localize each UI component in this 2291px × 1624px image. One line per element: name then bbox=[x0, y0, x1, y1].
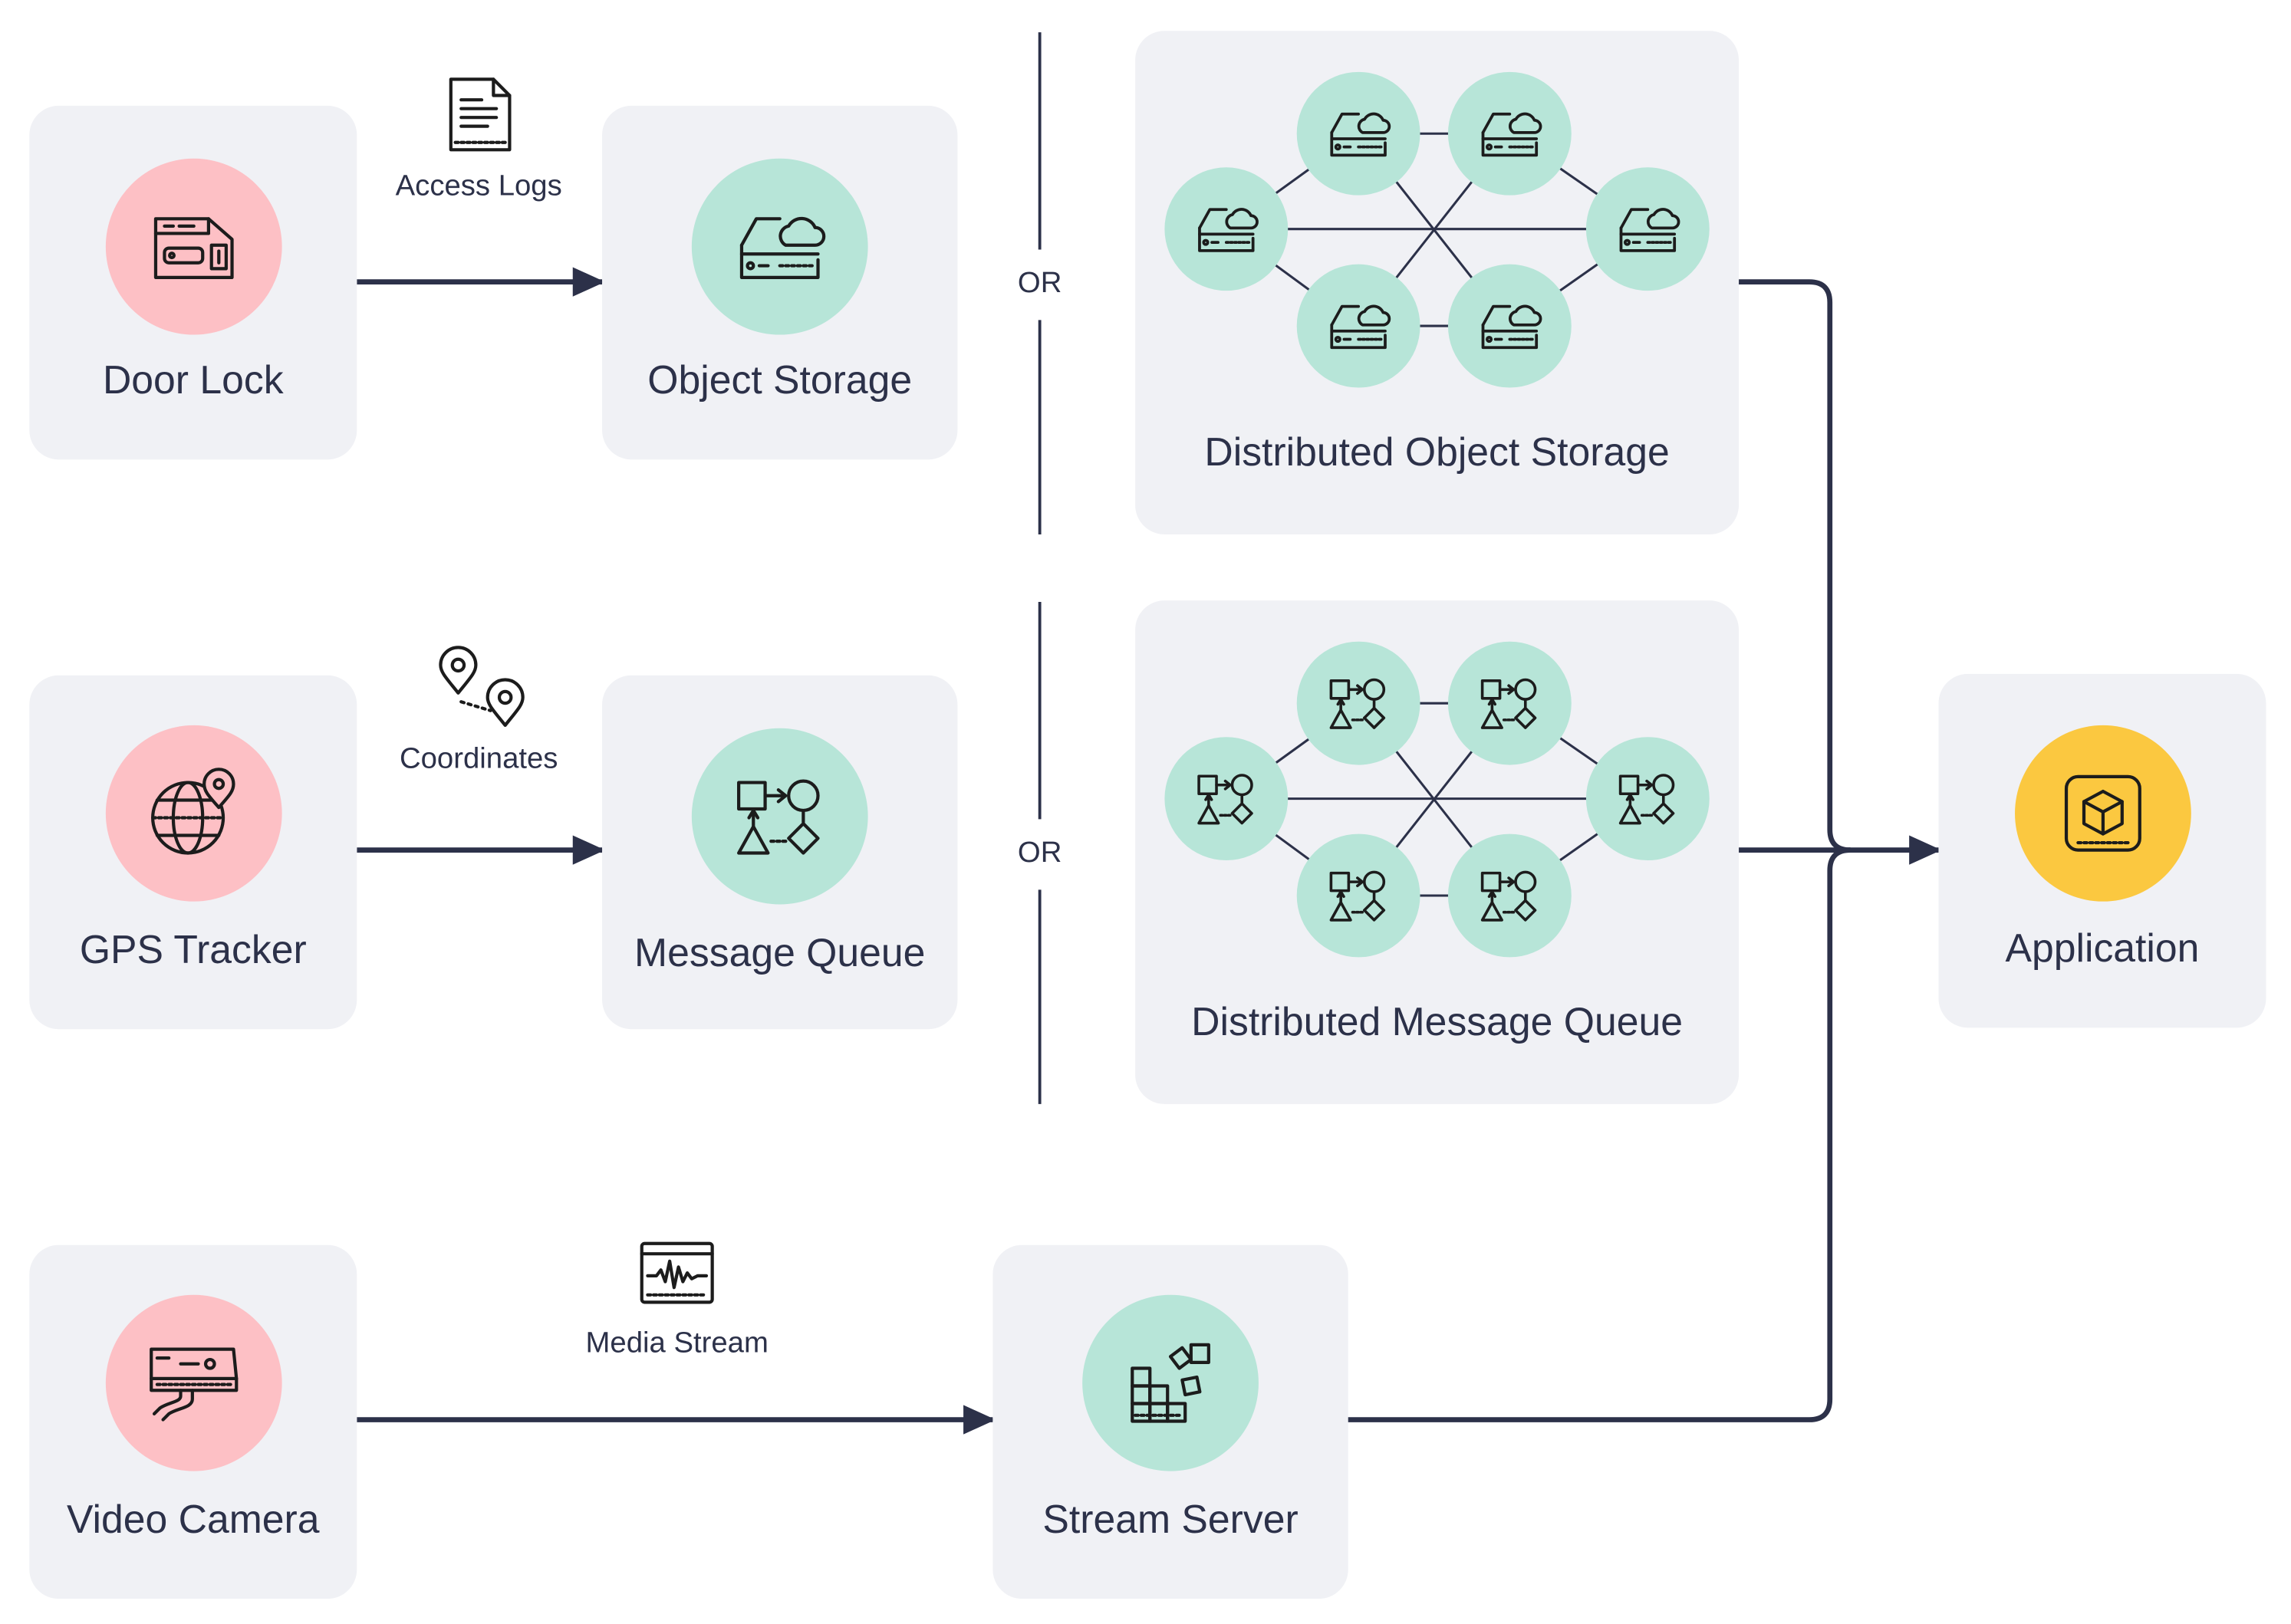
queue-node-icon bbox=[1296, 833, 1420, 958]
queue-node-icon bbox=[1585, 737, 1710, 861]
message-queue-node[interactable]: Message Queue bbox=[602, 675, 958, 1030]
message-queue-label: Message Queue bbox=[634, 930, 926, 975]
shapes-flow-icon bbox=[691, 728, 868, 905]
access-logs-label: Access Logs bbox=[395, 170, 562, 203]
storage-node-icon bbox=[1447, 264, 1572, 388]
storage-node-icon bbox=[1585, 167, 1710, 291]
document-icon bbox=[446, 77, 514, 153]
storage-node-icon bbox=[1447, 71, 1572, 196]
coordinates-label: Coordinates bbox=[399, 742, 558, 775]
security-camera-icon bbox=[105, 1294, 282, 1471]
stream-server-node[interactable]: Stream Server bbox=[992, 1244, 1348, 1599]
or-label-top: OR bbox=[1017, 267, 1062, 300]
application-label: Application bbox=[2005, 926, 2200, 971]
or-label-middle: OR bbox=[1017, 837, 1062, 870]
cloud-storage-icon bbox=[691, 158, 868, 335]
storage-node-icon bbox=[1164, 167, 1289, 291]
distributed-object-storage-label: Distributed Object Storage bbox=[1204, 430, 1670, 475]
queue-node-icon bbox=[1296, 641, 1420, 765]
storage-node-icon bbox=[1296, 71, 1420, 196]
queue-node-icon bbox=[1447, 833, 1572, 958]
blocks-icon bbox=[1082, 1294, 1259, 1471]
gps-tracker-label: GPS Tracker bbox=[79, 928, 307, 972]
distributed-object-storage-node[interactable]: Distributed Object Storage bbox=[1135, 31, 1740, 534]
video-camera-label: Video Camera bbox=[67, 1497, 320, 1542]
door-lock-label: Door Lock bbox=[102, 358, 284, 403]
door-lock-node[interactable]: Door Lock bbox=[29, 105, 357, 460]
stream-server-label: Stream Server bbox=[1042, 1497, 1299, 1542]
media-stream-label: Media Stream bbox=[585, 1326, 769, 1360]
storage-node-icon bbox=[1296, 264, 1420, 388]
gps-tracker-node[interactable]: GPS Tracker bbox=[29, 675, 357, 1030]
object-storage-node[interactable]: Object Storage bbox=[602, 105, 958, 460]
queue-node-icon bbox=[1164, 737, 1289, 861]
video-camera-node[interactable]: Video Camera bbox=[29, 1244, 357, 1599]
object-storage-label: Object Storage bbox=[647, 358, 913, 403]
distributed-message-queue-label: Distributed Message Queue bbox=[1191, 999, 1683, 1044]
edge-object-storage-to-application bbox=[1737, 279, 1851, 853]
map-pins-icon bbox=[438, 646, 526, 728]
door-lock-icon bbox=[105, 158, 282, 335]
queue-node-icon bbox=[1447, 641, 1572, 765]
distributed-message-queue-node[interactable]: Distributed Message Queue bbox=[1135, 600, 1740, 1104]
cube-app-icon bbox=[2015, 725, 2191, 902]
globe-pin-icon bbox=[105, 725, 282, 902]
application-node[interactable]: Application bbox=[1938, 673, 2266, 1028]
waveform-icon bbox=[639, 1241, 716, 1305]
